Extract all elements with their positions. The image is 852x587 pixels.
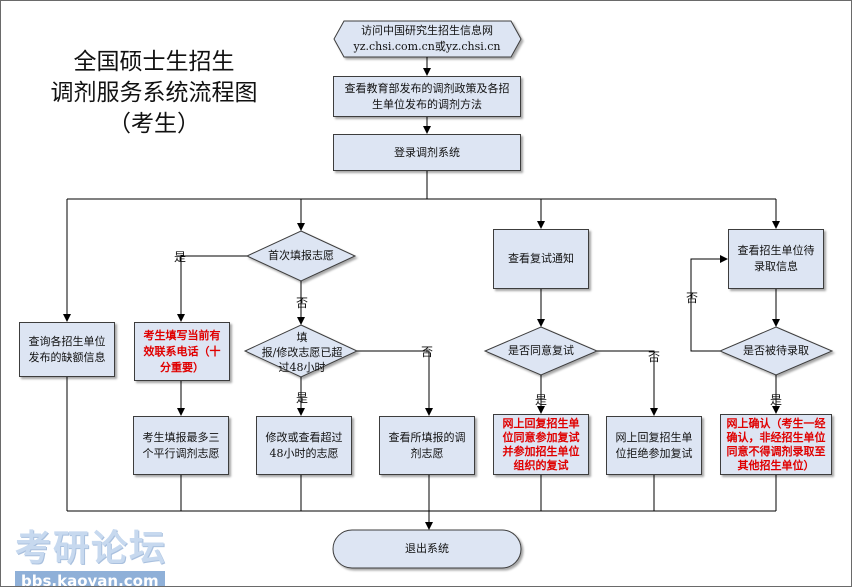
reject-retest-node: 网上回复招生单 位拒绝参加复试 [606, 416, 702, 475]
accept-retest-node: 网上回复招生单 位同意参加复试 并参加招生单位 组织的复试 [493, 414, 589, 475]
confirm-online-line-1: 网上确认（考生一经 [726, 416, 826, 430]
fill-three-line-2: 个平行调剂志愿 [142, 446, 220, 460]
exit-label: 退出系统 [405, 542, 449, 555]
first-fill-decision: 首次填报志愿 [247, 231, 355, 281]
view-retest-node: 查看复试通知 [493, 229, 589, 289]
label-first-yes: 是 [174, 250, 187, 264]
accept-retest-line-4: 组织的复试 [513, 458, 569, 472]
visit-site-shape [333, 20, 522, 58]
view-policy-line-2: 生单位发布的调剂方法 [372, 97, 482, 111]
modify-view-line-2: 48小时的志愿 [269, 446, 339, 460]
reject-retest-line-2: 位拒绝参加复试 [615, 446, 693, 460]
over48-line-1: 填 [296, 330, 308, 344]
view-pending-node: 查看招生单位待 录取信息 [728, 229, 824, 289]
over48-decision: 填 报/修改志愿已超 过48小时 [247, 327, 357, 377]
label-retest-yes: 是 [535, 393, 548, 407]
confirm-online-line-4: 其他招生单位） [737, 458, 815, 472]
edge-pending-no-loop [690, 255, 728, 352]
fill-phone-line-2: 效联系电话（十 [143, 344, 221, 358]
over48-line-2: 报/修改志愿已超 [261, 345, 343, 359]
edge-retest-no [597, 350, 658, 416]
fill-three-node: 考生填报最多三 个平行调剂志愿 [133, 416, 229, 475]
view-retest-label: 查看复试通知 [508, 252, 574, 265]
view-filled-node: 查看所填报的调 剂志愿 [379, 416, 475, 475]
watermark-main: 考研论坛 [15, 527, 168, 569]
query-vacancy-line-1: 查询各招生单位 [28, 334, 106, 348]
view-filled-line-1: 查看所填报的调 [388, 430, 466, 444]
over48-line-3: 过48小时 [278, 360, 326, 374]
confirm-online-line-3: 同意不得调剂录取至 [726, 444, 826, 458]
pending-label: 是否被待录取 [743, 344, 809, 357]
view-pending-line-2: 录取信息 [754, 260, 798, 273]
forum-watermark: 考研论坛 bbs.kaoyan.com [15, 519, 190, 586]
exit-terminator-shape [332, 529, 522, 569]
diagram-title: 全国硕士生招生 调剂服务系统流程图 （考生） [39, 47, 269, 140]
reject-retest-line-1: 网上回复招生单 [615, 430, 693, 444]
fill-phone-line-3: 分重要） [160, 360, 204, 374]
first-fill-label: 首次填报志愿 [268, 249, 334, 262]
modify-view-line-1: 修改或查看超过 [265, 430, 343, 444]
login-node: 登录调剂系统 [333, 134, 521, 171]
label-pending-yes: 是 [770, 393, 783, 407]
fill-phone-node: 考生填写当前有 效联系电话（十 分重要） [134, 322, 230, 381]
edge-over48-no [357, 350, 433, 416]
title-line-1: 全国硕士生招生 [73, 49, 235, 75]
fill-phone-line-1: 考生填写当前有 [143, 328, 221, 342]
exit-node: 退出系统 [333, 530, 521, 568]
visit-site-line-1: 访问中国研究生招生信息网 [361, 24, 493, 37]
label-first-no: 否 [296, 296, 309, 310]
view-filled-line-2: 剂志愿 [410, 446, 444, 460]
modify-view-node: 修改或查看超过 48小时的志愿 [256, 416, 352, 475]
accept-retest-line-2: 位同意参加复试 [502, 430, 580, 444]
title-line-2: 调剂服务系统流程图 [50, 80, 258, 106]
accept-retest-line-1: 网上回复招生单 [502, 416, 580, 430]
label-retest-no: 否 [648, 350, 661, 364]
view-policy-node: 查看教育部发布的调剂政策及各招 生单位发布的调剂方法 [333, 76, 521, 117]
query-vacancy-node: 查询各招生单位 发布的缺额信息 [19, 322, 115, 377]
view-policy-line-1: 查看教育部发布的调剂政策及各招 [344, 81, 510, 95]
fill-three-line-1: 考生填报最多三 [142, 430, 220, 444]
visit-site-line-2: yz.chsi.com.cn或yz.chsi.cn [353, 40, 501, 53]
confirm-online-node: 网上确认（考生一经 确认，非经招生单位 同意不得调剂录取至 其他招生单位） [720, 414, 832, 475]
title-line-3: （考生） [108, 111, 200, 137]
login-label: 登录调剂系统 [394, 145, 460, 159]
label-pending-no: 否 [686, 291, 699, 305]
label-over48-no: 否 [421, 345, 434, 359]
watermark-url: bbs.kaoyan.com [15, 571, 165, 586]
agree-retest-decision: 是否同意复试 [485, 327, 597, 375]
agree-retest-label: 是否同意复试 [508, 344, 574, 357]
confirm-online-line-2: 确认，非经招生单位 [726, 430, 826, 444]
label-over48-yes: 是 [296, 391, 309, 405]
edge-first-yes [177, 255, 247, 322]
query-vacancy-line-2: 发布的缺额信息 [28, 350, 106, 364]
view-pending-line-1: 查看招生单位待 [737, 244, 815, 257]
visit-site-node: 访问中国研究生招生信息网 yz.chsi.com.cn或yz.chsi.cn [341, 21, 513, 57]
accept-retest-line-3: 并参加招生单位 [502, 444, 580, 458]
pending-decision: 是否被待录取 [720, 327, 832, 375]
